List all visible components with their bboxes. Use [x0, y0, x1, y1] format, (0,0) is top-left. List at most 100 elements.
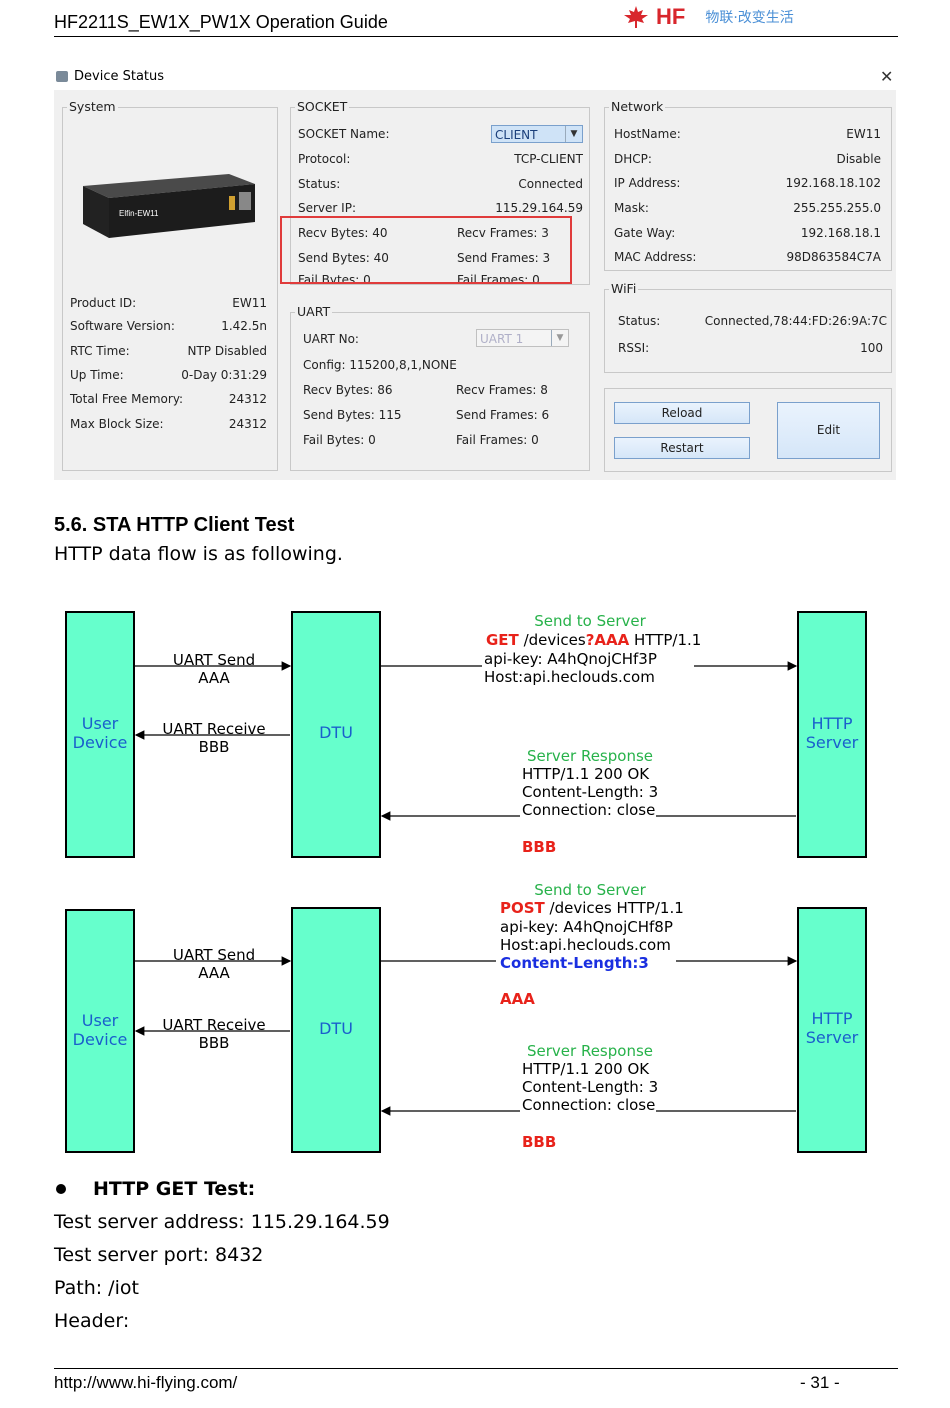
request-method: GET [486, 631, 520, 649]
socket-value: TCP-CLIENT [514, 152, 583, 166]
user-device-label-2: Device [73, 1030, 128, 1049]
footer-rule [54, 1368, 898, 1369]
http-server-label-1: HTTP [812, 1009, 853, 1028]
network-value: 192.168.18.1 [800, 226, 881, 240]
logo-text: HF [656, 4, 686, 29]
request-line: GET /devices?AAA HTTP/1.1 [486, 631, 701, 649]
dtu-label: DTU [319, 723, 353, 742]
request-body: AAA [500, 990, 535, 1008]
network-value: Disable [836, 152, 881, 166]
uart-receive-data: BBB [199, 738, 230, 756]
wifi-group: WiFi Status: Connected,78:44:FD:26:9A:7C… [604, 281, 892, 373]
section-heading: 5.6. STA HTTP Client Test [54, 514, 295, 536]
chevron-down-icon: ▼ [565, 126, 582, 142]
response-line: HTTP/1.1 200 OK [522, 1060, 650, 1078]
uart-fail-bytes: Fail Bytes: 0 [303, 433, 376, 447]
server-response-title: Server Response [527, 1042, 653, 1060]
close-icon[interactable]: ✕ [880, 69, 894, 86]
network-key: MAC Address: [614, 250, 697, 264]
chevron-down-icon: ▼ [551, 330, 568, 346]
socket-key: Server IP: [298, 201, 356, 215]
uart-receive-label: UART Receive [162, 1016, 265, 1034]
socket-recv-bytes: Recv Bytes: 40 [298, 226, 388, 240]
request-proto: HTTP/1.1 [629, 631, 701, 649]
window-title-bar: Device Status ✕ [54, 64, 896, 90]
http-get-flow-diagram: User Device DTU HTTP Server UART Send AA… [54, 604, 896, 864]
socket-name-label: SOCKET Name: [298, 127, 390, 141]
socket-value: Connected [518, 177, 583, 191]
edit-button[interactable]: Edit [777, 402, 880, 459]
network-key: DHCP: [614, 152, 652, 166]
wifi-rssi-value: 100 [860, 341, 883, 355]
device-image-label: Elfin-EW11 [119, 209, 159, 218]
network-value: 98D863584C7A [786, 250, 881, 264]
user-device-label-1: User [82, 714, 119, 733]
wifi-status-value: Connected,78:44:FD:26:9A:7C [704, 314, 887, 328]
dtu-label: DTU [319, 1019, 353, 1038]
system-value: 0-Day 0:31:29 [181, 368, 267, 382]
request-content-length: Content-Length:3 [500, 954, 649, 972]
socket-group: SOCKET SOCKET Name: CLIENT ▼ Protocol: T… [290, 99, 590, 285]
uart-no-select[interactable]: UART 1 ▼ [476, 329, 569, 347]
network-key: Gate Way: [614, 226, 676, 240]
system-key: Software Version: [70, 319, 175, 333]
device-status-window: Device Status ✕ System Elfin-EW11 Produc… [54, 64, 896, 480]
window-app-icon [56, 71, 68, 82]
footer-url[interactable]: http://www.hi-flying.com/ [54, 1373, 238, 1392]
network-value: EW11 [846, 127, 881, 141]
action-panel: Reload Restart Edit [604, 388, 892, 472]
network-value: 192.168.18.102 [785, 176, 881, 190]
request-path: /devices [519, 631, 586, 649]
system-value: 1.42.5n [221, 319, 267, 333]
http-server-label-2: Server [806, 733, 859, 752]
uart-group: UART UART No: UART 1 ▼ Config: 115200,8,… [290, 304, 590, 471]
wifi-status-label: Status: [618, 314, 661, 328]
section-intro: HTTP data flow is as following. [54, 543, 343, 565]
socket-name-select[interactable]: CLIENT ▼ [491, 125, 583, 143]
test-line: Test server address: 115.29.164.59 [54, 1211, 390, 1233]
http-server-label-1: HTTP [812, 714, 853, 733]
device-image: Elfin-EW11 [83, 174, 255, 238]
user-device-label-1: User [82, 1011, 119, 1030]
request-header-line: api-key: A4hQnojCHf8P [500, 918, 673, 936]
page-number: - 31 - [800, 1373, 840, 1392]
uart-send-label: UART Send [173, 946, 255, 964]
network-group: Network HostName: EW11 DHCP: Disable IP … [604, 99, 892, 271]
system-key: Max Block Size: [70, 417, 164, 431]
uart-receive-data: BBB [199, 1034, 230, 1052]
logo-slogan: 物联·改变生活 [705, 10, 794, 26]
response-line: Connection: close [522, 1096, 655, 1114]
user-device-box [65, 611, 135, 858]
wifi-rssi-label: RSSI: [618, 341, 650, 355]
http-server-box [797, 611, 867, 858]
uart-send-data: AAA [198, 964, 230, 982]
user-device-label-2: Device [73, 733, 128, 752]
maple-leaf-icon [624, 6, 648, 28]
wifi-group-title: WiFi [609, 281, 639, 296]
test-heading: HTTP GET Test: [93, 1178, 256, 1200]
response-text-bg [520, 744, 656, 824]
restart-button[interactable]: Restart [614, 437, 750, 459]
uart-no-value: UART 1 [480, 332, 524, 346]
company-logo: HF 物联·改变生活 [622, 4, 794, 30]
reload-button[interactable]: Reload [614, 402, 750, 424]
socket-key: Protocol: [298, 152, 351, 166]
dtu-box [291, 907, 381, 1153]
test-line: Test server port: 8432 [54, 1244, 264, 1266]
uart-group-title: UART [295, 304, 333, 319]
request-header-line: Host:api.heclouds.com [484, 668, 655, 686]
document-header-title: HF2211S_EW1X_PW1X Operation Guide [54, 12, 388, 32]
system-group-title: System [67, 99, 118, 114]
socket-group-title: SOCKET [295, 99, 350, 114]
server-response-title: Server Response [527, 747, 653, 765]
dtu-box [291, 611, 381, 858]
uart-recv-frames: Recv Frames: 8 [456, 383, 548, 397]
system-key: Product ID: [70, 296, 137, 310]
socket-recv-frames: Recv Frames: 3 [457, 226, 549, 240]
system-key: RTC Time: [70, 344, 130, 358]
system-value: NTP Disabled [187, 344, 268, 358]
http-server-label-2: Server [806, 1028, 859, 1047]
response-line: HTTP/1.1 200 OK [522, 765, 650, 783]
header-rule [54, 36, 898, 37]
request-line: POST /devices HTTP/1.1 [500, 899, 684, 917]
